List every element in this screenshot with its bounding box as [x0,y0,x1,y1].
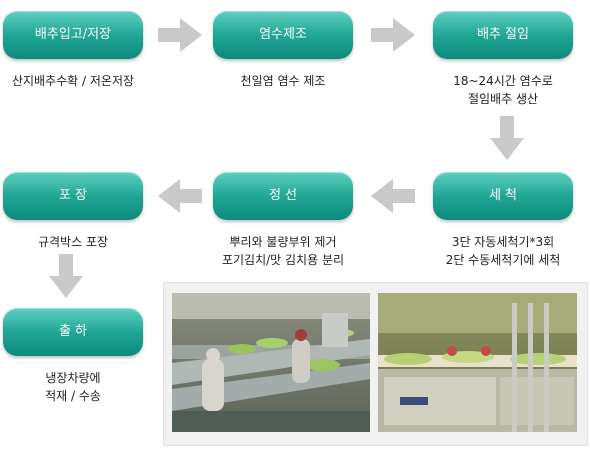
step-cabbage-salting: 배추 절임 [433,11,573,59]
trimming-line-photo [172,293,370,432]
arrow-left-icon [158,179,202,213]
arrow-left-icon [371,179,415,213]
caption-cabbage-receiving: 산지배추수확 / 저온저장 [11,74,135,88]
step-trimming: 정 선 [213,172,353,220]
step-washing: 세 척 [433,172,573,220]
arrow-down-icon [49,254,83,298]
step-brine-making: 염수제조 [213,11,353,59]
arrow-right-icon [371,18,415,52]
caption-brine-making: 천일염 염수 제조 [240,74,326,88]
step-shipping: 출 하 [3,308,143,356]
caption-packaging: 규격박스 포장 [37,235,109,249]
caption-cabbage-salting: 18~24시간 염수로 절임배추 생산 [453,74,553,106]
washing-tank-photo [378,293,577,432]
caption-shipping: 냉장차량에 적재 / 수송 [45,371,101,403]
caption-trimming: 뿌리와 불량부위 제거 포기김치/맛 김치용 분리 [221,235,345,267]
caption-washing: 3단 자동세척기*3회 2단 수동세척기에 세척 [445,235,561,267]
arrow-down-icon [490,116,524,160]
step-packaging: 포 장 [3,172,143,220]
arrow-right-icon [158,18,202,52]
step-cabbage-receiving: 배추입고/저장 [3,11,143,59]
